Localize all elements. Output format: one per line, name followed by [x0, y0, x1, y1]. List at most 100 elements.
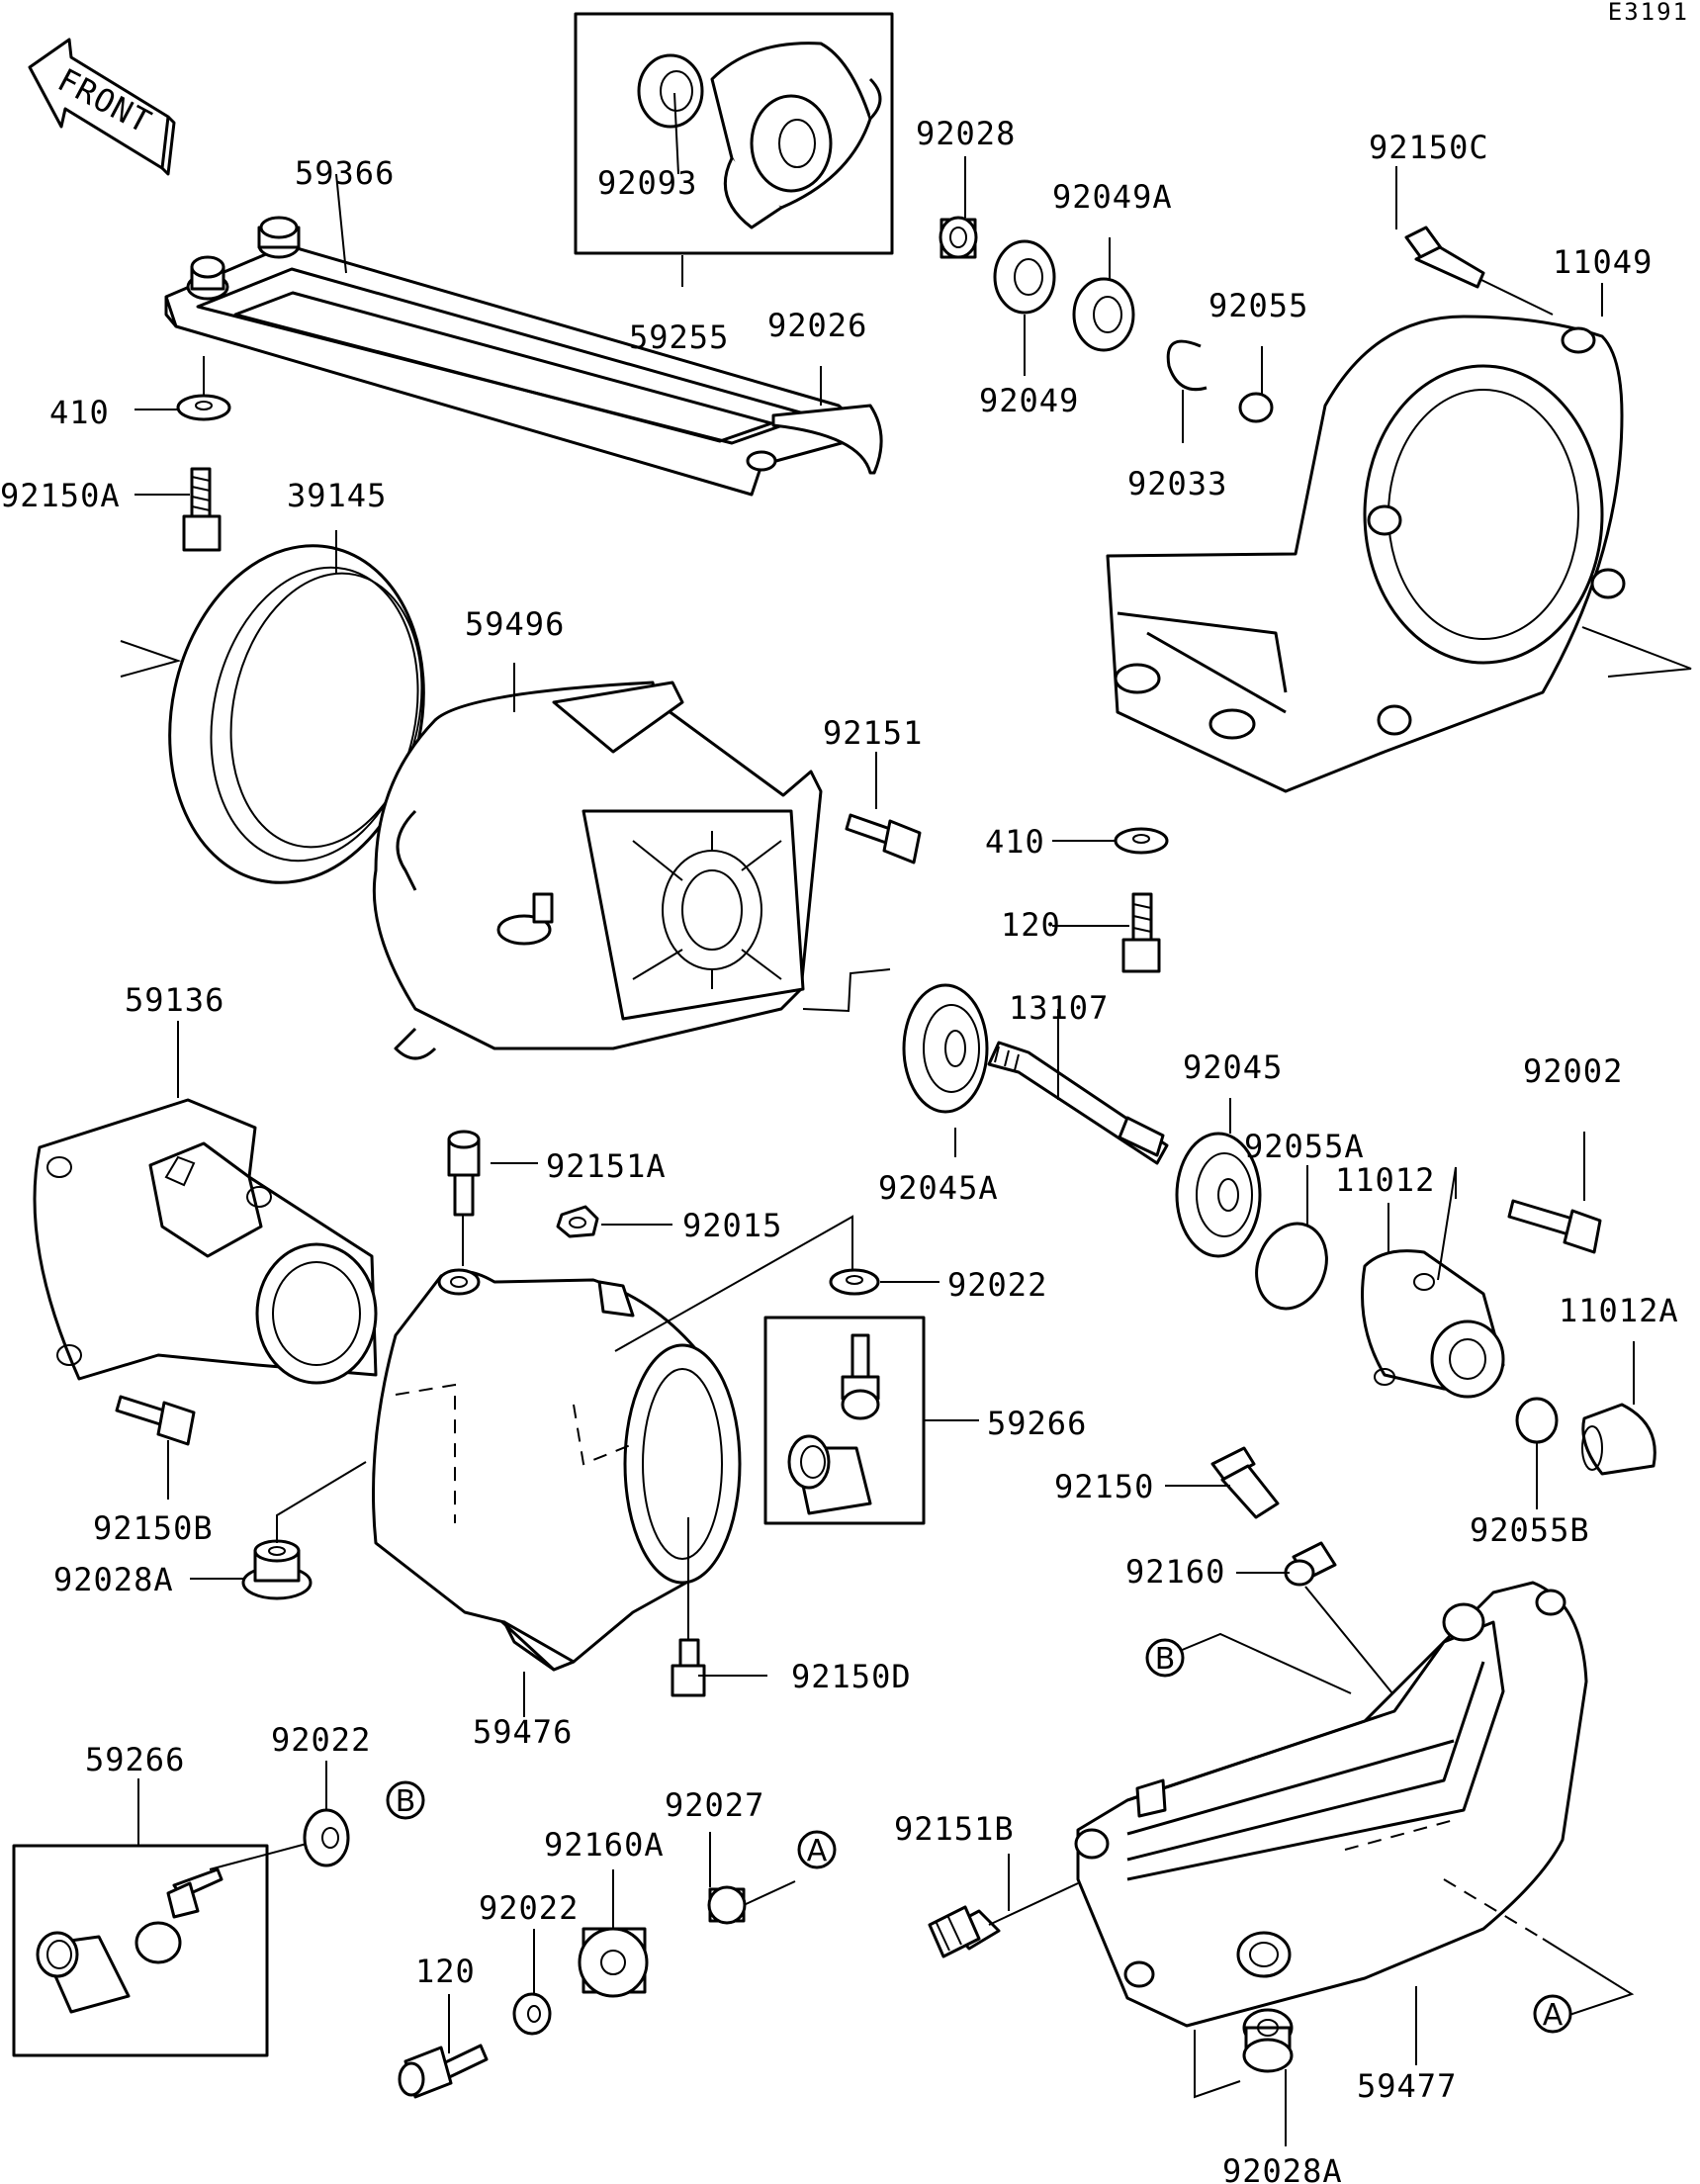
label-92033: 92033	[1127, 465, 1227, 502]
part-92150D	[671, 1638, 706, 1697]
label-92002: 92002	[1523, 1052, 1623, 1090]
part-92055	[1238, 392, 1274, 423]
part-11012	[1361, 1249, 1505, 1399]
part-59366	[164, 216, 872, 497]
part-120-lower	[398, 2044, 489, 2099]
part-92150	[1210, 1446, 1280, 1519]
part-59136	[33, 1098, 378, 1385]
label-120-lower: 120	[415, 1953, 476, 1990]
part-92150A	[182, 467, 222, 552]
label-92045A: 92045A	[878, 1169, 999, 1207]
part-92026	[771, 404, 883, 475]
label-92027: 92027	[665, 1786, 764, 1824]
label-92055: 92055	[1208, 287, 1308, 324]
label-92022-lower-b: 92022	[479, 1889, 579, 1927]
part-92151	[845, 813, 922, 864]
part-92028A-left	[241, 1539, 313, 1600]
label-92049: 92049	[979, 382, 1079, 419]
label-92151B: 92151B	[894, 1810, 1015, 1848]
part-39145	[168, 544, 425, 884]
ref-circle-A-right: A	[1533, 1994, 1572, 2034]
part-92151B	[928, 1905, 1001, 1958]
part-410-upper	[176, 394, 231, 421]
label-92150A: 92150A	[0, 477, 121, 514]
label-92151A: 92151A	[546, 1147, 667, 1185]
ref-circle-A-upper: A	[797, 1830, 837, 1869]
label-410-upper: 410	[49, 394, 110, 431]
part-92022-mid	[829, 1268, 880, 1296]
label-92055A: 92055A	[1244, 1128, 1365, 1165]
part-92002	[1507, 1199, 1602, 1254]
part-92022-lower-b	[512, 1992, 552, 2036]
label-11012A: 11012A	[1559, 1292, 1679, 1329]
part-92049A	[1072, 277, 1135, 352]
label-59496: 59496	[465, 605, 565, 643]
part-92150B	[115, 1395, 196, 1446]
label-11012: 11012	[1335, 1161, 1435, 1199]
label-92093: 92093	[597, 164, 697, 202]
label-92150: 92150	[1054, 1468, 1154, 1505]
part-11049	[1106, 315, 1626, 793]
label-13107: 13107	[1009, 989, 1109, 1027]
label-92028A-left: 92028A	[53, 1561, 174, 1598]
label-92055B: 92055B	[1470, 1511, 1590, 1549]
label-59136: 59136	[125, 981, 224, 1019]
label-92150C: 92150C	[1369, 129, 1489, 166]
label-92049A: 92049A	[1052, 178, 1173, 216]
diagram-code: E3191	[1608, 0, 1689, 26]
part-59477	[1074, 1581, 1588, 2028]
part-92022-lower-a	[303, 1808, 350, 1867]
label-120-upper: 120	[1001, 906, 1061, 944]
part-59476	[372, 1268, 742, 1672]
ref-circle-B-right: B	[1145, 1638, 1185, 1678]
part-92028A-right	[1242, 2008, 1294, 2073]
part-59496	[372, 681, 823, 1060]
label-59366: 59366	[295, 154, 395, 192]
part-92045	[1175, 1132, 1262, 1258]
svg-text:A: A	[807, 1834, 828, 1868]
part-92015	[556, 1205, 599, 1238]
label-92151: 92151	[823, 714, 923, 752]
part-92151A	[447, 1130, 481, 1217]
part-92160	[1284, 1541, 1337, 1587]
label-59266-left: 59266	[85, 1741, 185, 1778]
part-92160A	[578, 1927, 649, 1998]
label-11049: 11049	[1553, 243, 1653, 281]
leader-lines	[134, 92, 1635, 2146]
part-92150C	[1404, 226, 1485, 289]
ref-circle-B-left: B	[386, 1780, 425, 1820]
label-92160A: 92160A	[544, 1826, 665, 1864]
part-92055B	[1515, 1397, 1559, 1444]
label-59266-mid: 59266	[987, 1405, 1087, 1442]
label-59476: 59476	[473, 1713, 573, 1751]
part-92027	[707, 1885, 747, 1925]
part-59266-left-group	[12, 1844, 269, 2057]
label-410-lower: 410	[985, 823, 1045, 861]
label-92160: 92160	[1125, 1553, 1225, 1591]
part-59266-mid-group	[763, 1316, 926, 1525]
part-120-upper	[1121, 892, 1161, 973]
label-92150D: 92150D	[791, 1658, 912, 1695]
part-92033	[1166, 339, 1208, 392]
part-92049	[993, 239, 1056, 315]
svg-text:A: A	[1543, 1998, 1564, 2033]
label-92150B: 92150B	[93, 1509, 214, 1547]
front-arrow-icon: FRONT	[28, 38, 176, 176]
part-410-lower	[1114, 827, 1169, 855]
part-59255-group	[574, 12, 894, 255]
label-59477: 59477	[1357, 2067, 1457, 2105]
label-92028: 92028	[916, 115, 1016, 152]
svg-text:B: B	[1155, 1642, 1176, 1677]
label-92022-lower-a: 92022	[271, 1721, 371, 1759]
part-11012A	[1581, 1403, 1656, 1476]
part-92055A	[1255, 1222, 1328, 1311]
label-59255: 59255	[629, 318, 729, 356]
label-92022-mid: 92022	[947, 1266, 1047, 1304]
part-92028	[939, 216, 978, 259]
label-92015: 92015	[682, 1207, 782, 1244]
svg-text:B: B	[396, 1784, 416, 1819]
part-92045A	[902, 983, 989, 1114]
label-92028A-right: 92028A	[1222, 2152, 1343, 2184]
